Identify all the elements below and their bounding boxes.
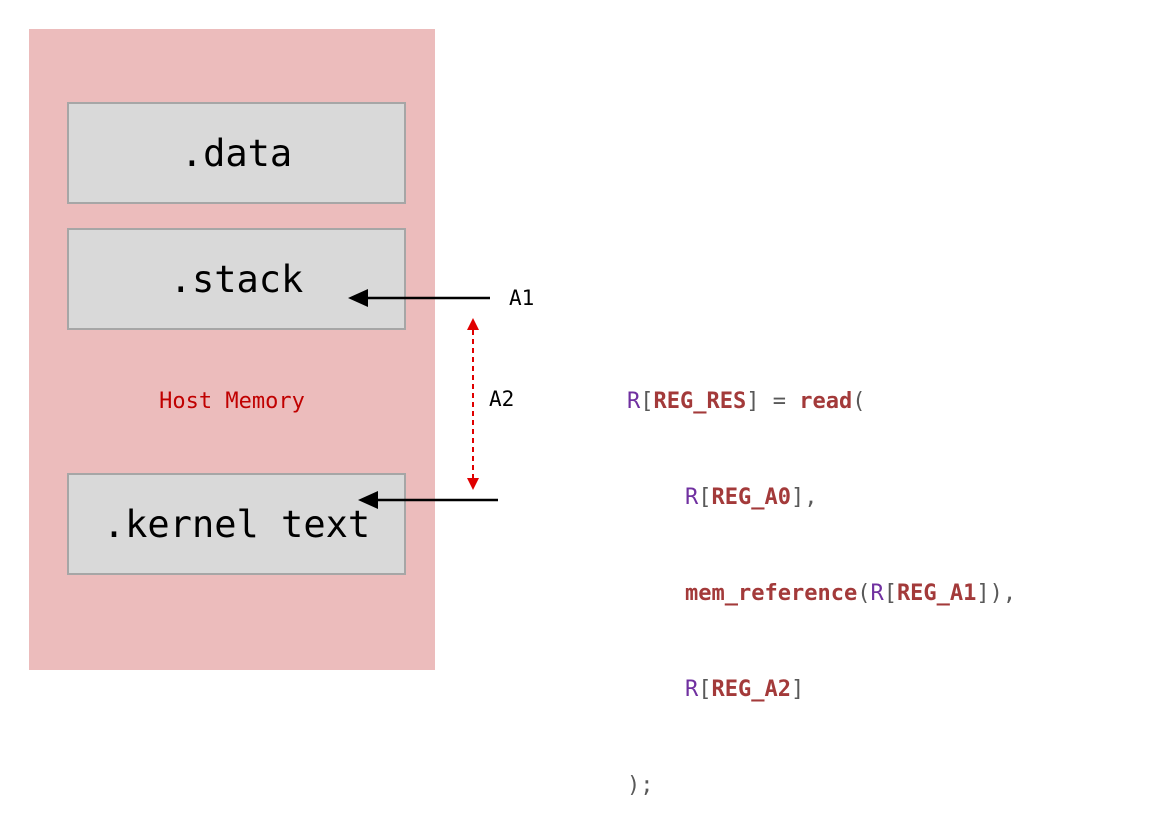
stack-segment: .stack — [67, 228, 406, 330]
code-token: [ — [883, 581, 897, 606]
kernel-text-segment-label: .kernel text — [102, 502, 371, 546]
code-token: R — [685, 485, 699, 510]
code-token: ], — [790, 485, 818, 510]
a1-label: A1 — [509, 286, 535, 310]
a2-dashed-arrow — [467, 318, 479, 490]
code-token: read — [799, 389, 853, 414]
stack-segment-label: .stack — [169, 257, 304, 301]
code-line-1: R[REG_RES] = read( — [627, 386, 1016, 418]
code-token: REG_A0 — [711, 485, 791, 510]
code-token: R — [627, 389, 641, 414]
code-token: R — [685, 677, 699, 702]
code-line-2: R[REG_A0], — [627, 482, 1016, 514]
code-line-4: R[REG_A2] — [627, 674, 1016, 706]
code-token: [ — [640, 389, 654, 414]
code-token: [ — [698, 677, 712, 702]
data-segment-label: .data — [180, 131, 293, 175]
code-token: REG_A2 — [711, 677, 791, 702]
code-token: ] — [790, 677, 805, 702]
data-segment: .data — [67, 102, 406, 204]
code-token: ( — [857, 581, 871, 606]
code-token: ); — [627, 773, 654, 798]
a2-label: A2 — [489, 387, 515, 411]
code-token: REG_RES — [653, 389, 747, 414]
code-token: [ — [698, 485, 712, 510]
host-memory-label: Host Memory — [159, 389, 305, 414]
code-snippet: R[REG_RES] = read( R[REG_A0], mem_refere… — [627, 322, 1016, 834]
code-token: ( — [852, 389, 866, 414]
code-token: ] = — [746, 389, 800, 414]
code-line-5: ); — [627, 770, 1016, 802]
code-line-3: mem_reference(R[REG_A1]), — [627, 578, 1016, 610]
code-token: R — [870, 581, 884, 606]
code-token: ]), — [976, 581, 1017, 606]
kernel-text-segment: .kernel text — [67, 473, 406, 575]
code-token: REG_A1 — [896, 581, 977, 606]
code-token: mem_reference — [685, 581, 858, 606]
